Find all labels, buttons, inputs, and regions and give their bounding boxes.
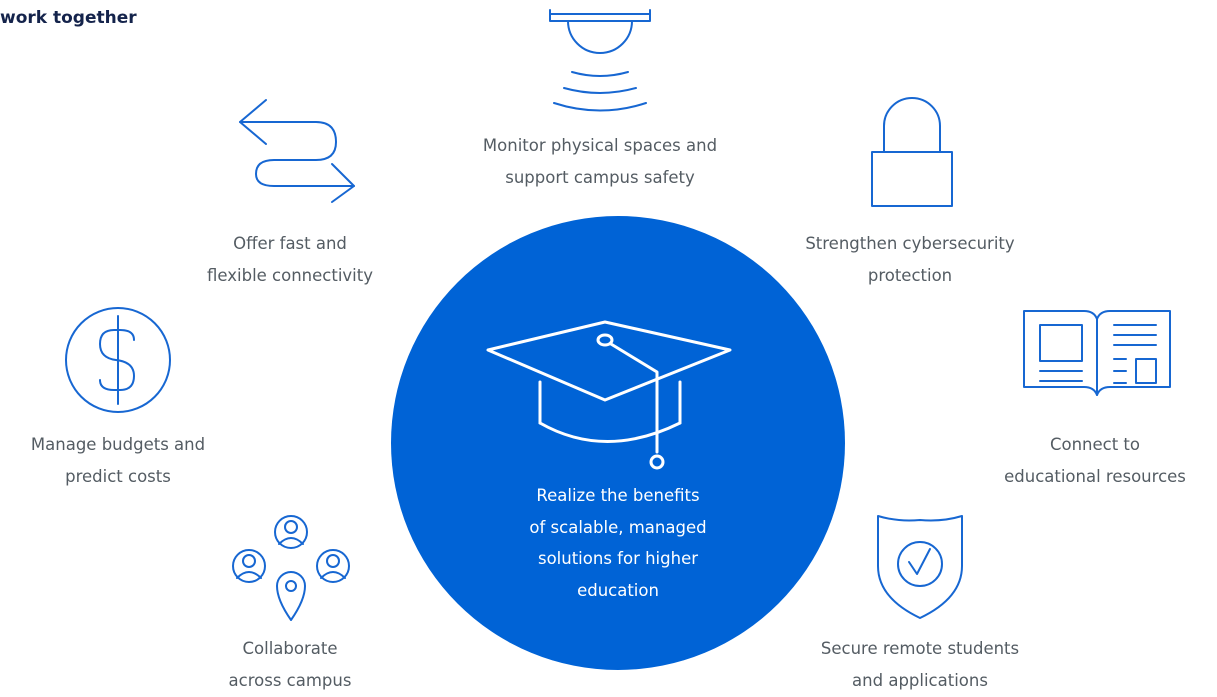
benefit-label-monitor: Monitor physical spaces and support camp…: [430, 130, 770, 194]
label-line: Strengthen cybersecurity: [805, 234, 1015, 253]
shield-check-icon: [876, 514, 964, 620]
hub-text-line-1: Realize the benefits: [536, 486, 700, 505]
label-line: Secure remote students: [820, 639, 1020, 658]
route-arrows-icon: [236, 98, 356, 203]
users-location-icon: [225, 514, 359, 624]
graduation-cap-icon: [484, 320, 744, 472]
label-line: Offer fast and: [233, 234, 347, 253]
label-line: predict costs: [65, 467, 171, 486]
benefit-label-educational-resources: Connect to educational resources: [975, 429, 1215, 493]
label-line: flexible connectivity: [207, 266, 373, 285]
page-heading: work together: [0, 8, 137, 28]
dollar-coin-icon: [64, 306, 172, 414]
open-book-icon: [1022, 309, 1172, 399]
hub-text-line-4: education: [577, 580, 659, 600]
central-hub-circle: [391, 216, 845, 670]
label-line: and applications: [852, 671, 988, 690]
benefit-label-secure-remote: Secure remote students and applications: [780, 633, 1060, 697]
hub-text: Realize the benefits of scalable, manage…: [470, 480, 766, 606]
label-line: Collaborate: [242, 639, 338, 658]
padlock-icon: [870, 97, 954, 208]
hub-text-line-2: of scalable, managed: [529, 517, 707, 537]
benefit-label-budgets: Manage budgets and predict costs: [0, 429, 236, 493]
security-camera-icon: [548, 9, 652, 120]
label-line: support campus safety: [505, 168, 695, 187]
label-line: educational resources: [1004, 467, 1186, 486]
benefit-label-collaborate: Collaborate across campus: [180, 633, 400, 697]
benefit-label-connectivity: Offer fast and flexible connectivity: [160, 228, 420, 292]
label-line: protection: [867, 266, 953, 285]
benefit-label-cybersecurity: Strengthen cybersecurity protection: [760, 228, 1060, 292]
label-line: across campus: [228, 671, 352, 690]
label-line: Monitor physical spaces and: [482, 136, 718, 155]
hub-text-line-3: solutions for higher: [537, 549, 699, 568]
label-line: Manage budgets and: [30, 435, 206, 454]
label-line: Connect to: [1049, 435, 1141, 454]
